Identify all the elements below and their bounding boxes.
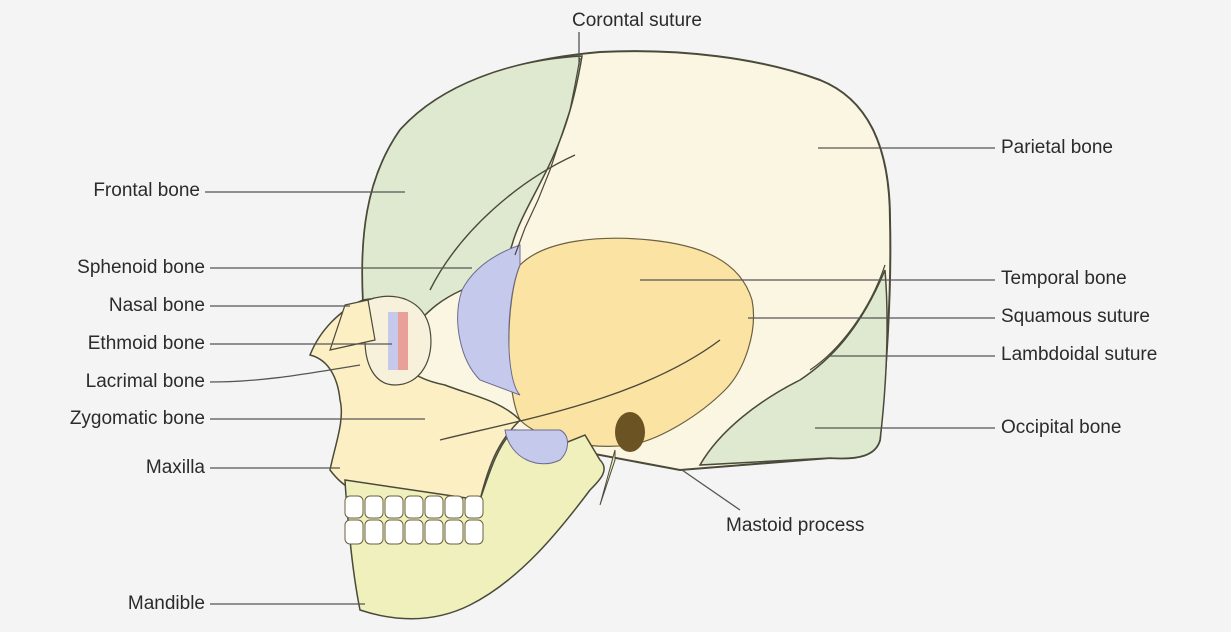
label-mastoid-process: Mastoid process	[726, 515, 864, 537]
lower-teeth	[345, 520, 483, 544]
label-temporal-bone: Temporal bone	[1001, 268, 1127, 290]
label-coronal-suture: Corontal suture	[572, 10, 702, 32]
label-nasal-bone: Nasal bone	[0, 295, 205, 317]
ethmoid-strip	[388, 312, 398, 370]
styloid-process	[600, 450, 615, 505]
label-lacrimal-bone: Lacrimal bone	[0, 371, 205, 393]
label-sphenoid-bone: Sphenoid bone	[0, 257, 205, 279]
label-mandible: Mandible	[0, 593, 205, 615]
label-ethmoid-bone: Ethmoid bone	[0, 333, 205, 355]
label-parietal-bone: Parietal bone	[1001, 137, 1113, 159]
label-zygomatic-bone: Zygomatic bone	[0, 408, 205, 430]
lacrimal-strip	[398, 312, 408, 370]
label-frontal-bone: Frontal bone	[0, 180, 200, 202]
upper-teeth	[345, 496, 483, 518]
label-squamous-suture: Squamous suture	[1001, 306, 1150, 328]
label-occipital-bone: Occipital bone	[1001, 417, 1121, 439]
label-maxilla: Maxilla	[0, 457, 205, 479]
external-auditory-meatus	[615, 412, 645, 452]
label-lambdoidal-suture: Lambdoidal suture	[1001, 344, 1157, 366]
